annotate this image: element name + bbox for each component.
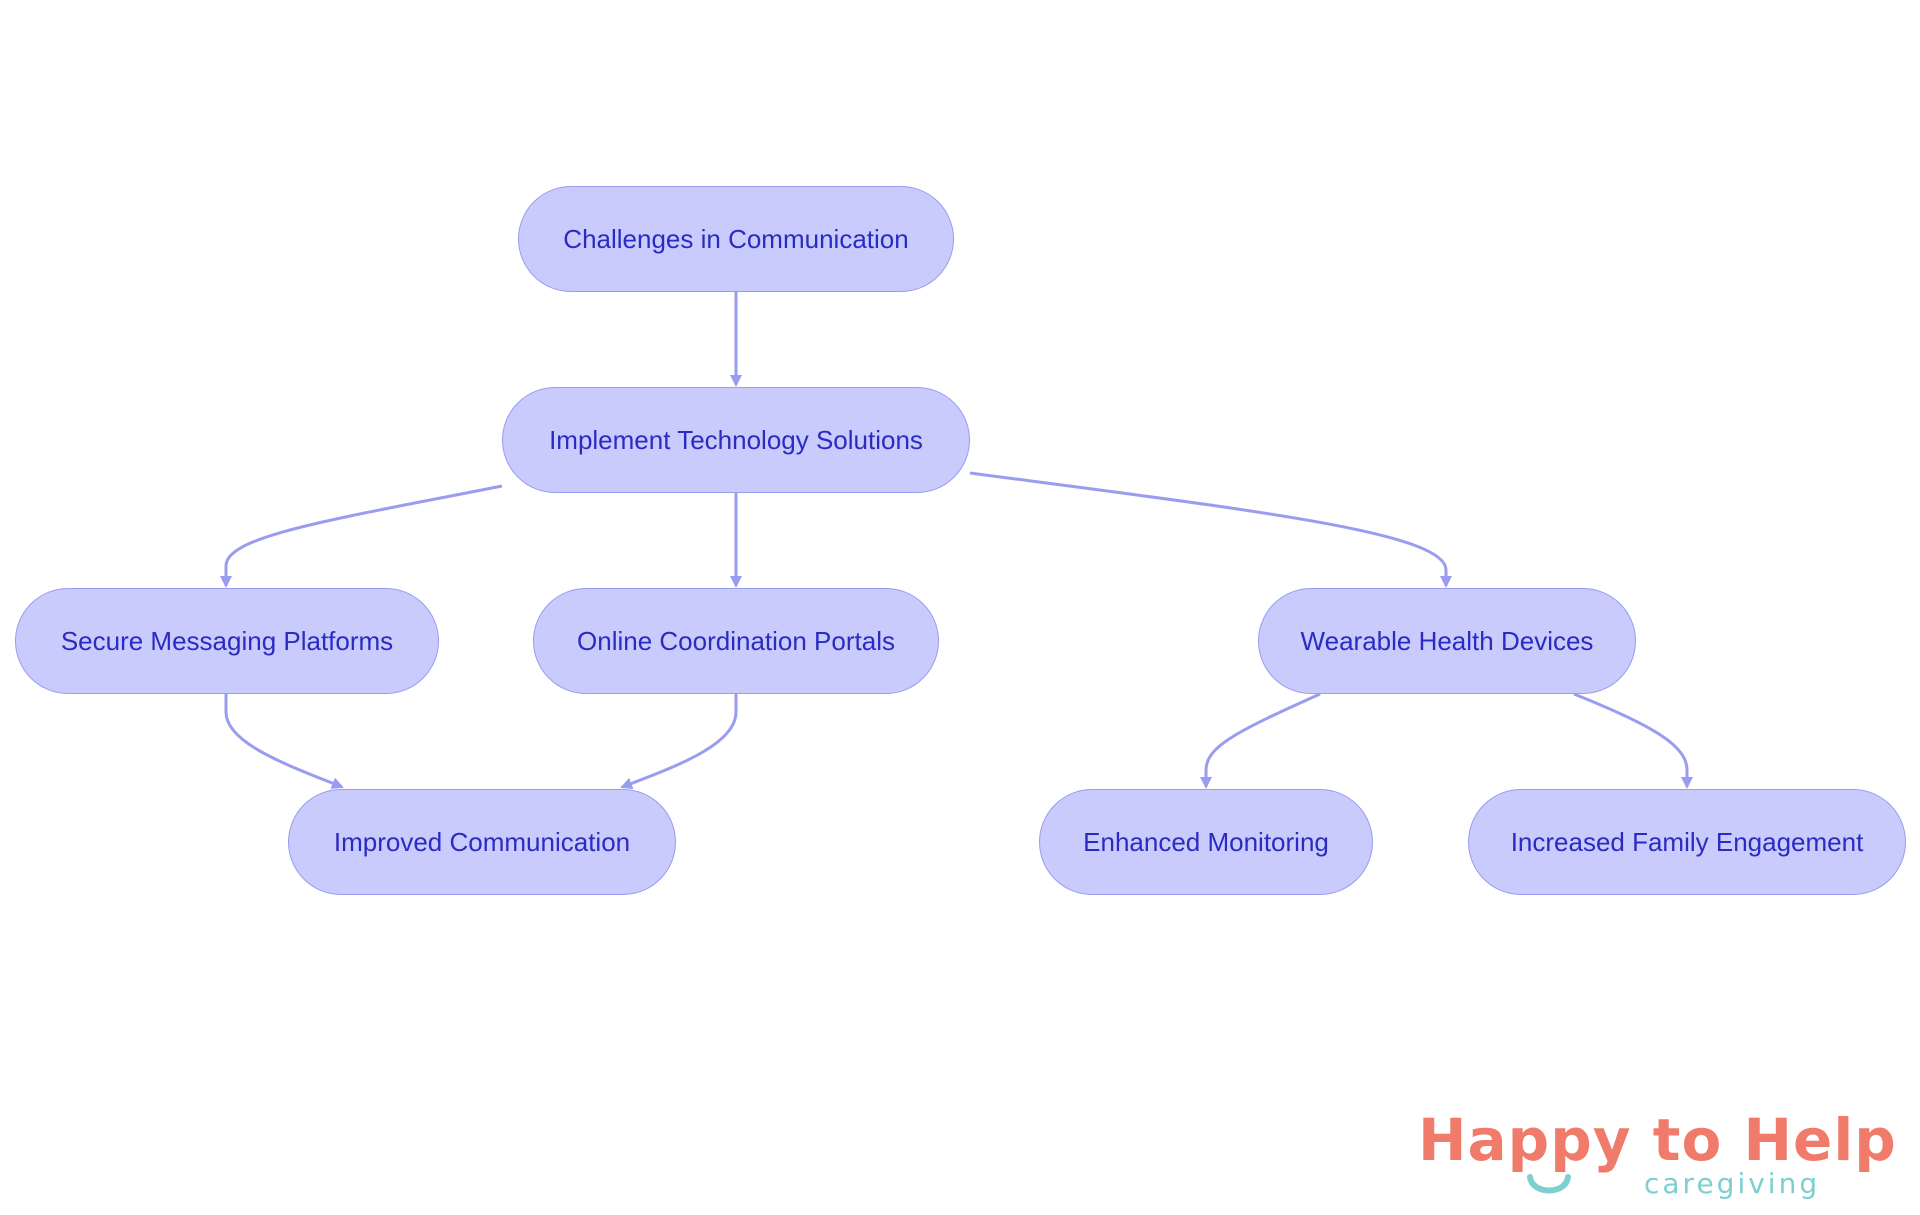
logo-tagline: caregiving xyxy=(1644,1167,1821,1200)
node-label: Secure Messaging Platforms xyxy=(60,625,394,656)
node-label: Challenges in Communication xyxy=(563,223,909,254)
node-label: Online Coordination Portals xyxy=(577,625,895,656)
node-online-coordination-portals: Online Coordination Portals xyxy=(533,588,939,694)
edge-wearable-to-enhanced xyxy=(1200,692,1321,789)
edge-secure-to-improved xyxy=(224,694,344,789)
node-implement-technology-solutions: Implement Technology Solutions xyxy=(502,387,970,493)
logo-name: Happy to Help xyxy=(1418,1106,1897,1174)
node-label: Improved Communication xyxy=(333,826,631,857)
node-increased-family-engagement: Increased Family Engagement xyxy=(1468,789,1906,895)
node-improved-communication: Improved Communication xyxy=(288,789,676,895)
node-enhanced-monitoring: Enhanced Monitoring xyxy=(1039,789,1373,895)
smile-icon xyxy=(1527,1174,1571,1194)
edge-implement-to-wearable xyxy=(969,471,1452,588)
edge-implement-to-secure xyxy=(220,484,503,588)
node-label: Implement Technology Solutions xyxy=(549,424,923,455)
edge-wearable-to-family xyxy=(1573,692,1693,789)
node-label: Increased Family Engagement xyxy=(1510,826,1864,857)
edge-online-to-improved xyxy=(620,694,738,790)
node-label: Enhanced Monitoring xyxy=(1083,826,1329,857)
brand-logo: Happy to Help caregiving xyxy=(1418,1105,1896,1205)
node-wearable-health-devices: Wearable Health Devices xyxy=(1258,588,1636,694)
node-label: Wearable Health Devices xyxy=(1300,625,1594,656)
node-challenges-in-communication: Challenges in Communication xyxy=(518,186,954,292)
node-secure-messaging-platforms: Secure Messaging Platforms xyxy=(15,588,439,694)
